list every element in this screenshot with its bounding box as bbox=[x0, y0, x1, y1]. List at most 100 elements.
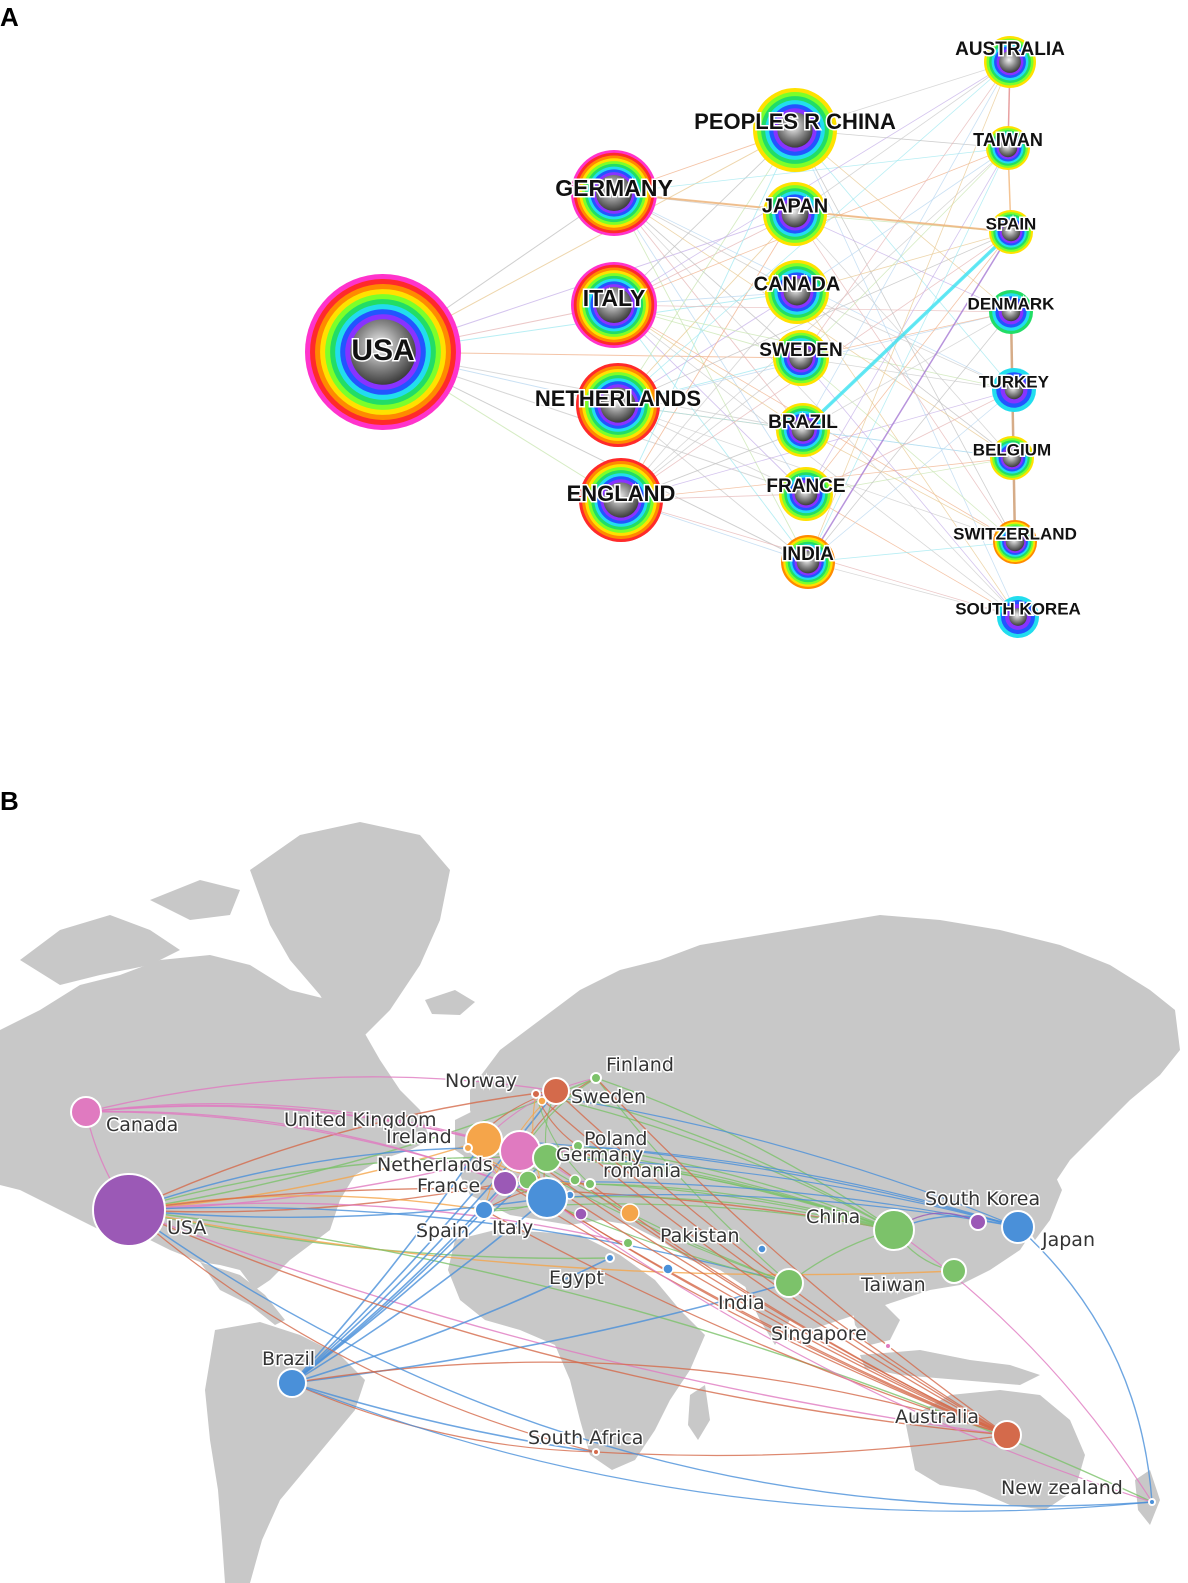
country-label-new-zealand: New zealand bbox=[1001, 1477, 1123, 1499]
network-link bbox=[382, 351, 809, 563]
country-label-pakistan: Pakistan bbox=[660, 1225, 740, 1247]
network-link bbox=[620, 291, 798, 501]
collaboration-link bbox=[128, 1077, 597, 1211]
node-core bbox=[794, 482, 818, 506]
country-label-united-kingdom: United Kingdom bbox=[284, 1109, 437, 1131]
collaboration-link bbox=[128, 1209, 597, 1453]
panel-b: B bbox=[0, 786, 1180, 1583]
country-label-south-africa: South Africa bbox=[528, 1427, 643, 1449]
network-link bbox=[807, 147, 1009, 563]
country-node-brazil bbox=[277, 1368, 307, 1398]
network-link bbox=[802, 61, 1011, 431]
country-label-taiwan: Taiwan bbox=[860, 1274, 926, 1296]
panel-a: A USAGERMANYITALYNETHERLANDSENGLANDPEOPL… bbox=[0, 2, 1082, 638]
network-link bbox=[800, 61, 1011, 359]
country-node-new-zealand bbox=[1148, 1498, 1156, 1506]
country-label-ireland: Ireland bbox=[386, 1126, 452, 1148]
node-brazil: BRAZIL bbox=[767, 403, 840, 457]
country-label-japan: Japan bbox=[1041, 1229, 1095, 1251]
panel-a-edges bbox=[382, 61, 1019, 618]
network-link bbox=[796, 291, 1015, 391]
collaboration-link bbox=[291, 1382, 597, 1453]
minor-country-node bbox=[620, 1203, 640, 1223]
network-link bbox=[796, 147, 1009, 293]
collaboration-link bbox=[85, 1102, 485, 1141]
collaboration-link bbox=[128, 1209, 1153, 1507]
collaboration-link bbox=[577, 1145, 1008, 1436]
network-link bbox=[794, 213, 1012, 313]
network-link bbox=[796, 231, 1012, 293]
country-label-italy: Italy bbox=[492, 1217, 533, 1239]
country-label-sweden: Sweden bbox=[571, 1086, 646, 1108]
south-america-landmass bbox=[205, 1322, 365, 1583]
node-spain: SPAIN bbox=[984, 210, 1038, 254]
panel-b-nodes bbox=[70, 1072, 1156, 1506]
network-link bbox=[805, 231, 1012, 495]
node-germany: GERMANY bbox=[554, 150, 674, 236]
collaboration-link bbox=[291, 1361, 1008, 1436]
node-switzerland: SWITZERLAND bbox=[952, 520, 1078, 564]
country-label-romania: romania bbox=[603, 1160, 681, 1182]
network-link bbox=[796, 291, 1013, 459]
minor-country-node bbox=[662, 1263, 674, 1275]
country-label-australia: Australia bbox=[895, 1406, 979, 1428]
country-label-usa: USA bbox=[167, 1217, 206, 1239]
minor-country-node bbox=[574, 1207, 588, 1221]
panel-a-nodes: USAGERMANYITALYNETHERLANDSENGLANDPEOPLES… bbox=[305, 36, 1082, 638]
country-node-spain bbox=[474, 1200, 494, 1220]
country-node-poland bbox=[572, 1140, 584, 1152]
country-node-germany bbox=[532, 1143, 562, 1173]
network-link bbox=[613, 192, 807, 495]
country-node-south-korea bbox=[969, 1213, 987, 1231]
network-link bbox=[800, 147, 1009, 359]
node-south-korea: SOUTH KOREA bbox=[954, 596, 1082, 638]
node-core bbox=[783, 278, 811, 306]
node-core bbox=[1004, 380, 1024, 400]
network-link bbox=[800, 311, 1012, 359]
country-label-finland: Finland bbox=[606, 1054, 674, 1076]
collaboration-link bbox=[535, 1093, 591, 1185]
node-label: BELGIUM bbox=[973, 440, 1051, 459]
collaboration-link bbox=[519, 1150, 1008, 1436]
country-node-australia bbox=[992, 1420, 1022, 1450]
collaboration-link bbox=[504, 1182, 1008, 1436]
node-england: ENGLAND bbox=[565, 458, 677, 542]
node-label: NETHERLANDS bbox=[535, 386, 701, 411]
node-core bbox=[781, 200, 809, 228]
collaboration-link bbox=[483, 1209, 1008, 1436]
node-italy: ITALY bbox=[571, 262, 657, 348]
country-node-france bbox=[492, 1170, 518, 1196]
node-core bbox=[1001, 302, 1021, 322]
collaboration-link bbox=[535, 1093, 1019, 1228]
network-link bbox=[802, 311, 1012, 431]
country-label-germany: Germany bbox=[556, 1144, 643, 1166]
network-link bbox=[802, 429, 1013, 459]
node-core bbox=[603, 482, 639, 518]
minor-country-node bbox=[569, 1174, 581, 1186]
collaboration-link bbox=[546, 1195, 895, 1231]
country-label-france: France bbox=[417, 1175, 480, 1197]
node-label: ITALY bbox=[583, 285, 646, 311]
network-link bbox=[807, 311, 1012, 563]
world-map bbox=[0, 822, 1180, 1583]
network-link bbox=[620, 129, 796, 501]
node-japan: JAPAN bbox=[760, 182, 830, 246]
node-core bbox=[789, 346, 813, 370]
node-australia: AUSTRALIA bbox=[954, 36, 1067, 88]
network-link bbox=[800, 357, 1015, 391]
network-link bbox=[796, 291, 1019, 618]
country-node-india bbox=[774, 1268, 804, 1298]
country-node-singapore bbox=[884, 1342, 892, 1350]
collaboration-link bbox=[535, 1093, 1008, 1436]
iceland-landmass bbox=[425, 990, 475, 1015]
collaboration-link bbox=[546, 1197, 1008, 1436]
network-link bbox=[794, 129, 1015, 391]
country-label-poland: Poland bbox=[584, 1128, 647, 1150]
network-link bbox=[620, 147, 1009, 501]
panel-a-label: A bbox=[0, 2, 19, 32]
node-label: TURKEY bbox=[979, 372, 1050, 391]
madagascar-landmass bbox=[688, 1385, 710, 1440]
collaboration-link bbox=[291, 1209, 485, 1384]
node-core bbox=[1001, 222, 1021, 242]
